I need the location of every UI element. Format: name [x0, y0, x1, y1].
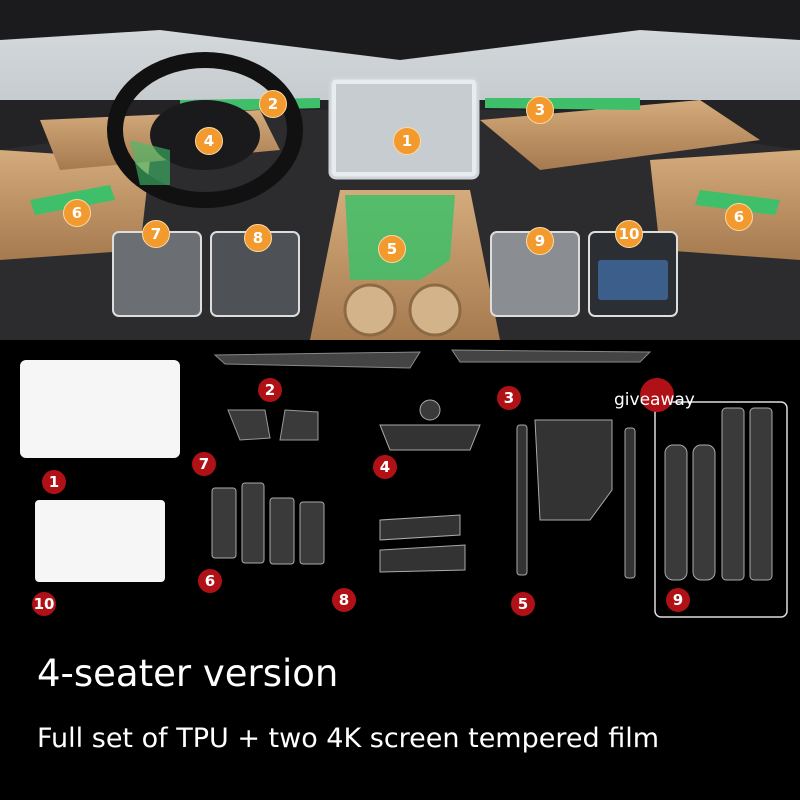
- photo-marker-1: 1: [393, 127, 421, 155]
- photo-marker-4: 4: [195, 127, 223, 155]
- part-marker-3: 3: [497, 386, 521, 410]
- part-marker-9: 9: [666, 588, 690, 612]
- giveaway-label: giveaway: [614, 390, 695, 410]
- photo-marker-9: 9: [526, 227, 554, 255]
- part-marker-6: 6: [198, 569, 222, 593]
- photo-marker-10: 10: [615, 220, 643, 248]
- photo-marker-6-left: 6: [63, 199, 91, 227]
- part-marker-8: 8: [332, 588, 356, 612]
- giveaway-badge-dot: [640, 378, 674, 412]
- part-marker-5: 5: [511, 592, 535, 616]
- photo-marker-5: 5: [378, 235, 406, 263]
- part-marker-4: 4: [373, 455, 397, 479]
- screen-film-1: [20, 360, 180, 458]
- photo-marker-6-right: 6: [725, 203, 753, 231]
- version-subtitle: Full set of TPU + two 4K screen tempered…: [37, 723, 660, 754]
- part-marker-10: 10: [32, 592, 56, 616]
- photo-marker-7: 7: [142, 220, 170, 248]
- photo-marker-3: 3: [526, 96, 554, 124]
- screen-film-10: [35, 500, 165, 582]
- car-interior-photo: [0, 0, 800, 340]
- photo-marker-2: 2: [259, 90, 287, 118]
- part-marker-2: 2: [258, 378, 282, 402]
- part-marker-1: 1: [42, 470, 66, 494]
- film-parts-layout: [0, 340, 800, 630]
- part-marker-7: 7: [192, 452, 216, 476]
- version-title: 4-seater version: [37, 652, 339, 695]
- photo-marker-8: 8: [244, 224, 272, 252]
